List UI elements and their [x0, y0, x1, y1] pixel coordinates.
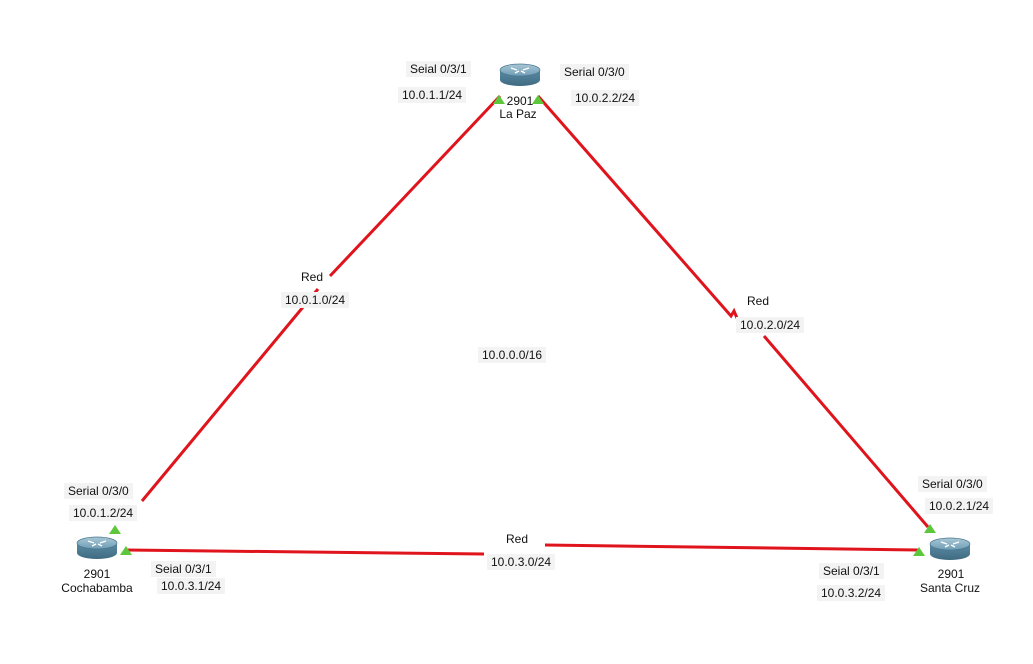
router-la-paz-icon[interactable] — [499, 63, 541, 87]
interface-ip-label: 10.0.2.2/24 — [571, 90, 640, 106]
port-up-icon — [924, 524, 936, 533]
interface-port-label: Seial 0/3/1 — [406, 61, 471, 77]
link-cochabamba-santacruz[interactable] — [124, 543, 919, 556]
device-name-santa-cruz: Santa Cruz — [919, 581, 981, 595]
port-up-icon — [532, 95, 544, 104]
interface-port-label: Serial 0/3/0 — [918, 476, 987, 492]
interface-ip-label: 10.0.2.1/24 — [925, 498, 994, 514]
port-up-icon — [493, 95, 505, 104]
network-label: Red — [301, 270, 324, 284]
network-address: 10.0.2.0/24 — [736, 317, 805, 333]
interface-port-label: Seial 0/3/1 — [151, 561, 216, 577]
port-up-icon — [120, 546, 132, 555]
device-model-la-paz: 2901 — [506, 94, 534, 108]
interface-port-label: Seial 0/3/1 — [819, 563, 884, 579]
interface-ip-label: 10.0.1.2/24 — [69, 505, 138, 521]
device-model-cochabamba: 2901 — [83, 567, 111, 581]
device-model-santa-cruz: 2901 — [937, 567, 965, 581]
port-up-icon — [109, 525, 121, 534]
interface-port-label: Serial 0/3/0 — [560, 64, 629, 80]
interface-ip-label: 10.0.1.1/24 — [398, 87, 467, 103]
network-address: 10.0.1.0/24 — [281, 292, 350, 308]
device-name-la-paz: La Paz — [499, 107, 537, 121]
interface-ip-label: 10.0.3.2/24 — [817, 585, 886, 601]
router-santa-cruz-icon[interactable] — [929, 537, 971, 561]
summary-network-address: 10.0.0.0/16 — [478, 347, 547, 363]
interface-ip-label: 10.0.3.1/24 — [157, 578, 226, 594]
router-cochabamba-icon[interactable] — [76, 536, 118, 560]
port-status-indicators — [109, 95, 936, 556]
serial-links — [124, 94, 930, 556]
link-lapaz-santacruz[interactable] — [536, 95, 930, 528]
network-label: Red — [747, 294, 770, 308]
device-name-cochabamba: Cochabamba — [61, 581, 133, 595]
network-address: 10.0.3.0/24 — [487, 554, 556, 570]
port-up-icon — [913, 547, 925, 556]
network-label: Red — [506, 532, 529, 546]
link-lapaz-cochabamba[interactable] — [140, 94, 502, 502]
interface-port-label: Serial 0/3/0 — [64, 483, 133, 499]
